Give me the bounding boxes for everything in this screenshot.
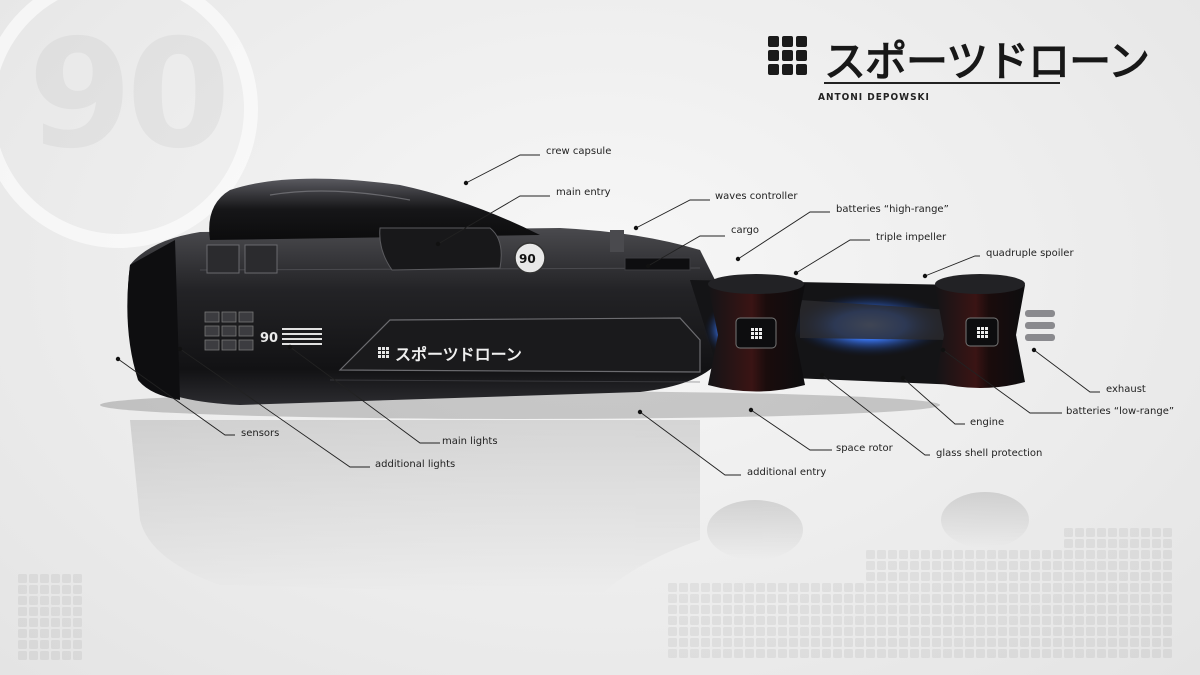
- space-rotor-rear: [935, 274, 1025, 388]
- label-main-lights: main lights: [442, 436, 498, 447]
- cockpit-badge: 90: [519, 252, 536, 266]
- decorative-grid-left: [18, 574, 82, 660]
- label-exhaust: exhaust: [1106, 384, 1146, 395]
- label-quadruple-spoiler: quadruple spoiler: [986, 248, 1074, 259]
- label-space-rotor: space rotor: [836, 443, 893, 454]
- page-title: スポーツドローン: [824, 37, 1150, 86]
- label-batteries-high-range: batteries “high-range”: [836, 204, 949, 215]
- decorative-grid-right: [668, 528, 1172, 658]
- grid-logo-icon: [768, 36, 807, 75]
- label-glass-shell-protection: glass shell protection: [936, 448, 1043, 459]
- background-watermark-number: 90: [28, 20, 231, 170]
- space-rotor-front: [708, 274, 805, 392]
- vehicle-reflection: [130, 420, 1029, 595]
- label-additional-lights: additional lights: [375, 459, 456, 470]
- title-divider: [824, 82, 1060, 84]
- label-crew-capsule: crew capsule: [546, 146, 612, 157]
- author-name: ANTONI DEPOWSKI: [818, 92, 930, 103]
- label-waves-controller: waves controller: [715, 191, 798, 202]
- label-main-entry: main entry: [556, 187, 611, 198]
- label-triple-impeller: triple impeller: [876, 232, 947, 243]
- callout-lines: [117, 154, 1100, 476]
- vehicle-hull: [127, 178, 721, 405]
- callout-dots: [115, 180, 1037, 415]
- label-engine: engine: [970, 417, 1005, 428]
- label-cargo: cargo: [731, 225, 760, 236]
- label-sensors: sensors: [241, 428, 280, 439]
- label-batteries-low-range: batteries “low-range”: [1066, 406, 1175, 417]
- hull-side-text: スポーツドローン: [395, 345, 522, 364]
- label-additional-entry: additional entry: [747, 467, 827, 478]
- hull-number: 90: [260, 331, 278, 346]
